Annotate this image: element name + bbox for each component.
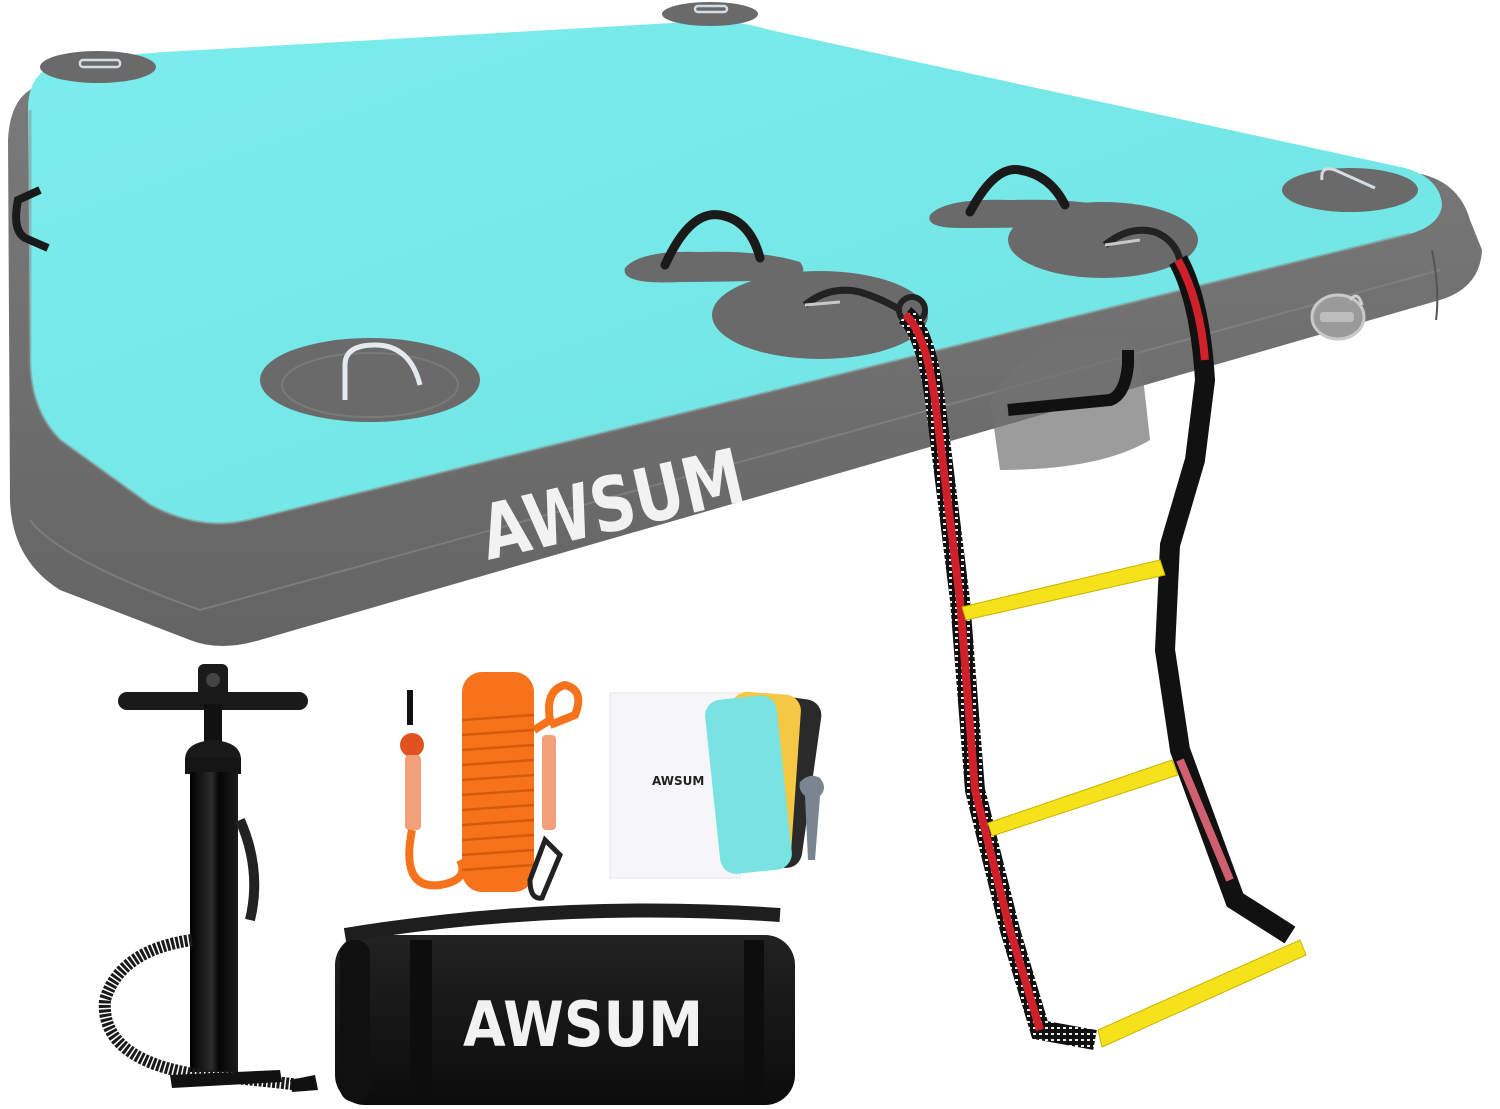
- d-ring-patch-ladder-left: [712, 271, 928, 359]
- top-handle-left: [624, 210, 804, 283]
- carabiner-right: [1102, 226, 1184, 261]
- side-handle-left: [12, 186, 50, 252]
- d-ring-patch-front-left: [260, 338, 480, 422]
- patch-teal: [705, 695, 792, 874]
- rope-carabiner: [527, 835, 563, 901]
- d-ring-patch-top-center: [662, 2, 758, 26]
- ladder-rung-2: [987, 759, 1179, 837]
- inflatable-dock: AWSUM: [8, 2, 1482, 646]
- top-handle-right: [929, 165, 1116, 228]
- anchor-rope: [400, 672, 583, 901]
- valve-wrench-icon: [799, 775, 824, 860]
- air-valve-icon: [1310, 293, 1366, 341]
- bag-body: [335, 935, 795, 1105]
- hand-pump: [98, 664, 318, 1092]
- d-ring-patch-right: [1282, 167, 1418, 212]
- boarding-ladder: [802, 226, 1307, 1050]
- pump-barrel: [190, 772, 238, 1072]
- ladder-rung-1: [961, 559, 1166, 621]
- patch-kit: AWSUM: [609, 691, 824, 879]
- d-ring-patch-top-left: [40, 51, 156, 83]
- carry-bag: AWSUM: [335, 903, 795, 1105]
- manual-brand-logo: AWSUM: [652, 774, 704, 788]
- rope-coil: [462, 672, 534, 892]
- ladder-rung-3: [1097, 939, 1307, 1048]
- bag-brand-logo: AWSUM: [463, 988, 703, 1061]
- side-handle-front: [990, 336, 1150, 470]
